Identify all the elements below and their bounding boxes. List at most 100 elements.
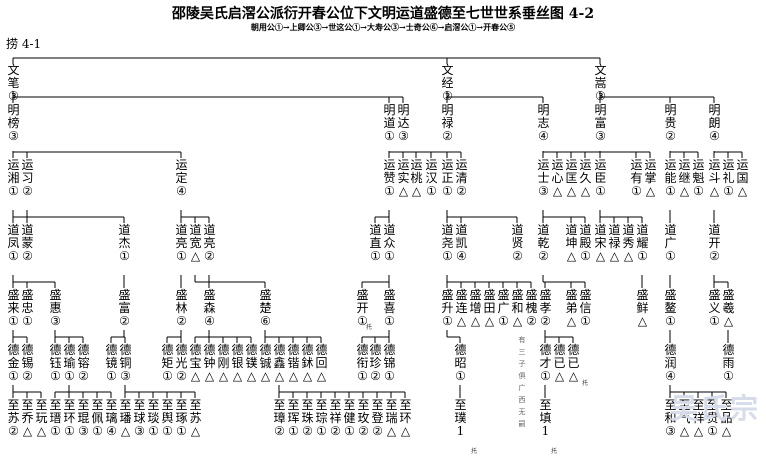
- person-node: 至玩△: [35, 399, 48, 438]
- person-node: 运桃△: [410, 159, 423, 198]
- sibling-rank: ①: [148, 424, 159, 438]
- person-name-char: 盛: [636, 288, 649, 302]
- sibling-rank: ①: [344, 424, 355, 438]
- person-name-char: 道: [579, 223, 592, 237]
- sibling-rank: ②: [512, 249, 523, 263]
- sibling-rank: ②: [540, 314, 551, 328]
- person-name-char: 道: [708, 223, 721, 237]
- sibling-rank: △: [386, 424, 397, 438]
- person-name-char: 鉥: [301, 356, 314, 370]
- person-name-char: 直: [369, 236, 382, 250]
- person-name-char: 德: [553, 343, 566, 357]
- person-name-char: 镕: [77, 356, 90, 370]
- person-name-char: 钟: [203, 356, 216, 370]
- person-name-char: 运: [644, 158, 657, 172]
- annotation-char: 三: [518, 348, 526, 356]
- person-name-char: 至: [175, 398, 188, 412]
- person-name-char: 舆: [161, 411, 174, 425]
- sibling-rank: ②: [442, 89, 453, 103]
- person-name-char: 璠: [119, 411, 132, 425]
- person-node: 运继△: [678, 159, 691, 198]
- person-name-char: 和: [511, 301, 524, 315]
- person-name-char: 禄: [441, 116, 454, 130]
- person-node: 德铖△: [259, 344, 272, 383]
- person-name-char: 盛: [579, 288, 592, 302]
- person-node: 运久△: [579, 159, 592, 198]
- person-node: 运匡△: [565, 159, 578, 198]
- person-name-char: 德: [356, 343, 369, 357]
- annotation-char: 俱: [518, 372, 526, 380]
- person-name-char: 富: [594, 116, 607, 130]
- person-name-char: 盛: [511, 288, 524, 302]
- person-name-char: 道: [511, 223, 524, 237]
- sibling-rank: ①: [631, 184, 642, 198]
- person-name-char: 盛: [7, 288, 20, 302]
- person-name-char: 至: [77, 398, 90, 412]
- sibling-rank: ③: [595, 89, 606, 103]
- sibling-rank: ④: [204, 314, 215, 328]
- person-name-char: 珠: [301, 411, 314, 425]
- person-name-char: 运: [441, 158, 454, 172]
- sibling-rank: △: [609, 249, 620, 263]
- sibling-rank: ②: [526, 314, 537, 328]
- chart-title: 邵陵吴氏启滘公派衍开春公位下文明运道盛德至七世世系垂丝图 4-2: [171, 6, 595, 22]
- person-node: 道禄△: [608, 224, 621, 263]
- person-name-char: 德: [203, 343, 216, 357]
- branch-reference: 捞 4-1: [6, 37, 42, 51]
- sibling-rank: ④: [176, 184, 187, 198]
- sibling-rank: △: [566, 184, 577, 198]
- person-name-char: 德: [119, 343, 132, 357]
- sibling-rank: ③: [398, 129, 409, 143]
- person-name-char: 杰: [118, 236, 131, 250]
- person-name-char: 凤: [7, 236, 20, 250]
- person-name-char: 德: [245, 343, 258, 357]
- person-name-char: 广: [664, 236, 677, 250]
- sibling-rank: ②: [665, 129, 676, 143]
- sibling-rank: △: [595, 249, 606, 263]
- person-name-char: 德: [63, 343, 76, 357]
- person-name-char: 璞: [454, 411, 467, 425]
- person-name-char: 瑨: [49, 411, 62, 425]
- sibling-rank: ②: [456, 184, 467, 198]
- sibling-rank: △: [568, 369, 579, 383]
- sibling-rank: ①: [384, 369, 395, 383]
- person-name-char: 至: [539, 398, 552, 412]
- sibling-rank: △: [566, 249, 577, 263]
- person-name-char: 亮: [175, 236, 188, 250]
- person-node: 至祥△: [692, 399, 705, 438]
- person-name-char: 运: [21, 158, 34, 172]
- person-name-char: 道: [608, 223, 621, 237]
- person-name-char: 道: [565, 223, 578, 237]
- person-node: 至苏△: [189, 399, 202, 438]
- sibling-rank: △: [693, 424, 704, 438]
- person-name-char: 道: [441, 223, 454, 237]
- sibling-rank: ①: [357, 314, 368, 328]
- sibling-rank: ①: [723, 369, 734, 383]
- sibling-rank: ③: [665, 424, 676, 438]
- person-name-char: 盛: [497, 288, 510, 302]
- person-name-char: 至: [399, 398, 412, 412]
- person-name-char: 珲: [287, 411, 300, 425]
- person-node: 运心△: [551, 159, 564, 198]
- person-name-char: 惠: [49, 301, 62, 315]
- person-name-char: 明: [441, 103, 454, 117]
- transfer-note: 托: [471, 448, 478, 455]
- sibling-rank: △: [484, 314, 495, 328]
- person-name-char: 开: [708, 236, 721, 250]
- person-name-char: 盛: [383, 288, 396, 302]
- sibling-rank: △: [246, 369, 257, 383]
